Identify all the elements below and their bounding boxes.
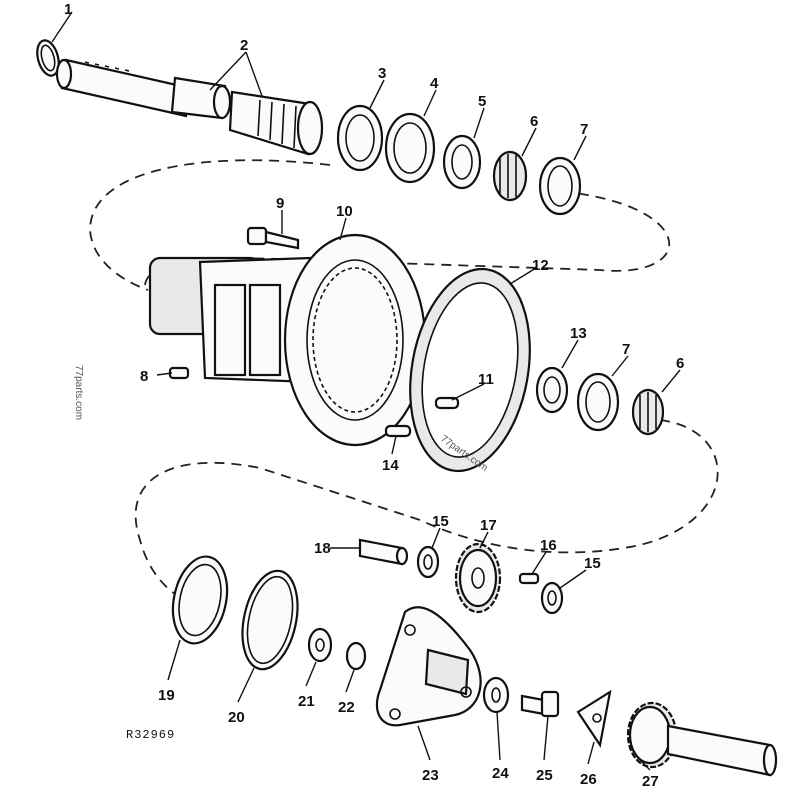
callout-7: 7: [580, 121, 588, 138]
callout-13: 13: [570, 325, 587, 342]
callout-4: 4: [430, 75, 439, 92]
part-21-washer: [307, 627, 333, 663]
callout-24: 24: [492, 765, 509, 782]
assembly-path-lower: [134, 419, 719, 601]
callout-1: 1: [64, 1, 72, 18]
part-5-bearing-race: [442, 134, 482, 190]
callout-12: 12: [532, 257, 549, 274]
part-25-cap-screw: [520, 690, 560, 718]
part-9-bolt: [246, 226, 300, 250]
part-16-pin: [518, 572, 540, 585]
callout-17: 17: [480, 517, 497, 534]
watermark-left: 77parts.com: [73, 365, 84, 420]
callout-6: 6: [530, 113, 538, 130]
callout-20: 20: [228, 709, 245, 726]
callout-15-left: 15: [432, 513, 449, 530]
callout-8: 8: [140, 368, 148, 385]
callout-16: 16: [540, 537, 557, 554]
part-13-spacer: [535, 366, 569, 414]
part-23-planet-carrier: [375, 606, 482, 727]
assembly-path-upper: [144, 189, 670, 286]
part-7-bearing-cup-lower: [576, 372, 620, 432]
callout-19: 19: [158, 687, 175, 704]
callout-10: 10: [336, 203, 353, 220]
part-8-pin: [168, 366, 190, 380]
callout-23: 23: [422, 767, 439, 784]
part-27-pinion-shaft: [626, 701, 778, 777]
part-20-snap-ring: [241, 569, 299, 671]
callout-27: 27: [642, 773, 659, 790]
callout-5: 5: [478, 93, 486, 110]
callout-3: 3: [378, 65, 386, 82]
part-18-planet-pin: [358, 538, 409, 566]
callout-18: 18: [314, 540, 331, 557]
callout-26: 26: [580, 771, 597, 788]
part-17-planet-gear: [454, 542, 502, 614]
part-12-gasket: [409, 267, 531, 473]
callout-25: 25: [536, 767, 553, 784]
callout-6-lower: 6: [676, 355, 684, 372]
callout-15-right: 15: [584, 555, 601, 572]
callout-2: 2: [240, 37, 248, 54]
callout-22: 22: [338, 699, 355, 716]
part-22-washer: [345, 641, 367, 671]
part-24-washer: [482, 676, 510, 714]
part-19-bearing-race: [171, 555, 229, 645]
part-6-roller-bearing-lower: [631, 388, 665, 436]
callout-21: 21: [298, 693, 315, 710]
leader-lines: [51, 11, 681, 771]
part-15-thrust-washer-left: [416, 545, 440, 579]
part-15-thrust-washer-right: [540, 581, 564, 615]
part-6-roller-bearing-upper: [492, 150, 528, 202]
callout-14: 14: [382, 457, 399, 474]
part-11-dowel-pin: [434, 396, 460, 410]
part-2-splined-sleeve: [228, 90, 324, 156]
part-4-seal: [384, 112, 436, 184]
part-14-dowel-pin: [384, 424, 412, 438]
callout-7-lower: 7: [622, 341, 630, 358]
part-2-shaft: [55, 58, 232, 120]
callout-11: 11: [478, 371, 494, 388]
part-10-housing: [148, 233, 427, 447]
part-26-lock-plate: [576, 689, 612, 748]
part-1-snap-ring: [36, 39, 60, 77]
assembly-path-upper-left: [89, 159, 331, 291]
callout-9: 9: [276, 195, 284, 212]
part-3-seal: [336, 104, 384, 172]
drawing-code: R32969: [126, 728, 175, 742]
part-7-bearing-cup-upper: [538, 156, 582, 216]
